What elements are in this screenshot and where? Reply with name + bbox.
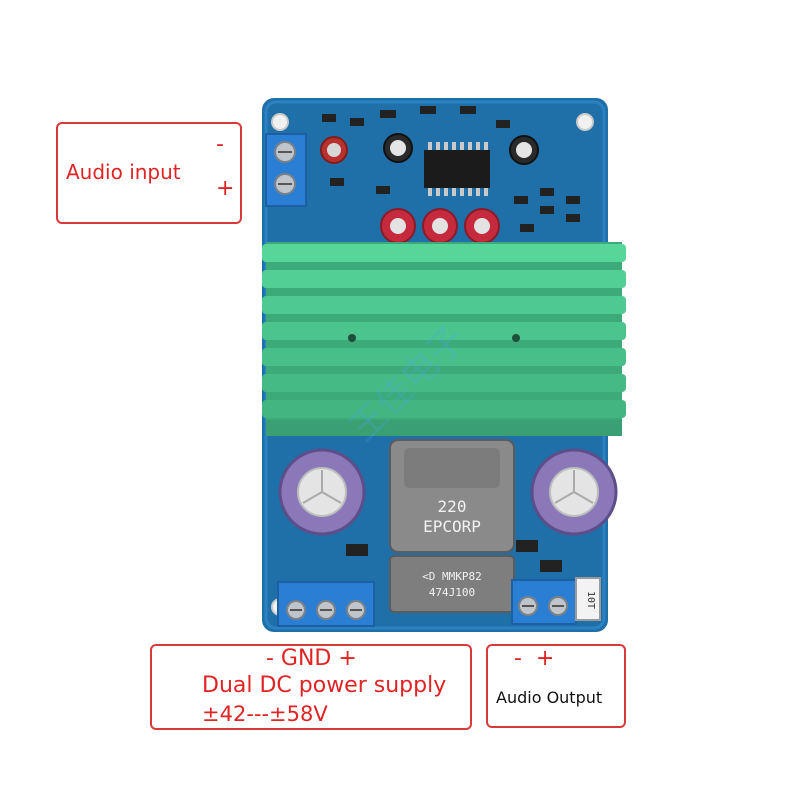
power-supply-title: Dual DC power supply (202, 673, 447, 698)
inductor-marking-2: EPCORP (423, 517, 481, 536)
audio-output-callout (486, 644, 626, 728)
bulk-capacitor-left (278, 448, 366, 536)
film-capacitor-marking-1: <D MMKP82 (422, 570, 482, 583)
audio-output-label: Audio Output (496, 688, 603, 707)
ic-chip (424, 142, 490, 196)
film-capacitor: <D MMKP82 474J100 (389, 555, 515, 613)
bulk-capacitor-right (530, 448, 618, 536)
audio-output-terminal (511, 579, 577, 625)
small-components (322, 106, 580, 232)
inductor: 220 EPCORP (389, 439, 515, 553)
resistor-marking: 10T (585, 591, 596, 609)
audio-input-minus: - (216, 132, 224, 157)
power-terminal (277, 581, 375, 627)
inductor-marking-1: 220 (438, 497, 467, 516)
diodes (346, 540, 562, 572)
audio-input-label: Audio input (66, 160, 181, 184)
audio-input-terminal (265, 133, 307, 207)
film-capacitor-marking-2: 474J100 (429, 586, 475, 599)
power-supply-voltage: ±42---±58V (202, 702, 328, 726)
top-capacitors (320, 133, 539, 244)
audio-input-callout (56, 122, 242, 224)
power-resistor: 10T (575, 577, 601, 621)
audio-output-polarity: - + (514, 646, 555, 671)
heatsink (262, 242, 626, 436)
audio-input-plus: + (216, 176, 235, 201)
power-supply-gnd-label: - GND + (266, 646, 357, 671)
power-supply-callout (150, 644, 472, 730)
